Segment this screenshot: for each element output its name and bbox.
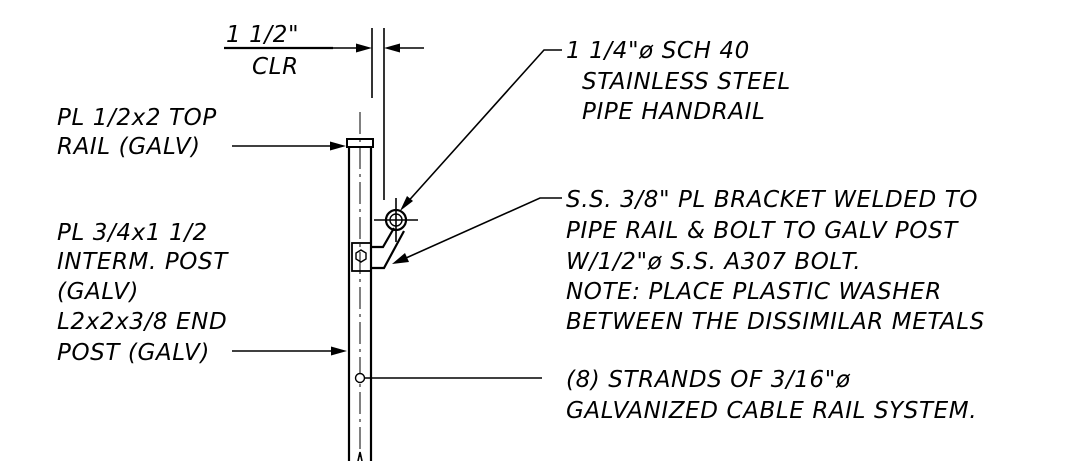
post-assembly [346,112,418,461]
end-post-leader-arrow [331,346,347,356]
bracket-label-line-2: PIPE RAIL & BOLT TO GALV POST [566,218,959,244]
post-bottom-marker [357,451,363,461]
bracket-label-line-3: W/1/2"ø S.S. A307 BOLT. [566,249,861,275]
cable-label-line-2: GALVANIZED CABLE RAIL SYSTEM. [566,398,977,424]
handrail-callout: 1 1/4"ø SCH 40 STAINLESS STEEL PIPE HAND… [400,38,791,211]
top-rail-label-line-1: PL 1/2x2 TOP [57,105,217,131]
bracket-leader-arrow [392,253,409,264]
dimension-arrow-left [356,43,372,53]
handrail-label-line-2: STAINLESS STEEL [582,69,791,95]
bracket-arm-lower [371,230,405,270]
bracket-label-line-1: S.S. 3/8" PL BRACKET WELDED TO [566,187,978,213]
bracket-label-line-4: NOTE: PLACE PLASTIC WASHER [566,279,942,305]
dimension-arrow-right [384,43,400,53]
dimension-value: 1 1/2" [226,22,299,48]
interm-post-label-line-3: (GALV) [57,279,139,305]
handrail-label-line-1: 1 1/4"ø SCH 40 [566,38,750,64]
top-rail-callout: PL 1/2x2 TOP RAIL (GALV) [57,105,346,160]
dimension-unit: CLR [252,54,299,80]
top-rail-leader-arrow [330,141,346,151]
bracket-arm-upper [371,227,395,249]
handrail-label-line-3: PIPE HANDRAIL [582,99,765,125]
post-callout: PL 3/4x1 1/2 INTERM. POST (GALV) L2x2x3/… [57,220,347,366]
interm-post-label-line-2: INTERM. POST [57,249,229,275]
end-post-label-line-1: L2x2x3/8 END [57,309,227,335]
bracket-leader-line [405,197,562,259]
interm-post-label-line-1: PL 3/4x1 1/2 [57,220,208,246]
end-post-label-line-2: POST (GALV) [57,340,210,366]
clearance-dimension: 1 1/2" CLR [224,22,424,200]
handrail-leader-arrow [400,196,413,211]
bolt-nut [355,249,367,263]
cable-label-line-1: (8) STRANDS OF 3/16"ø [566,367,851,393]
bracket-plate [351,242,372,272]
cable-callout: (8) STRANDS OF 3/16"ø GALVANIZED CABLE R… [365,367,977,424]
handrail-leader-line [403,49,562,207]
cable-hole [354,372,366,384]
bracket-callout: S.S. 3/8" PL BRACKET WELDED TO PIPE RAIL… [392,187,985,335]
bracket-label-line-5: BETWEEN THE DISSIMILAR METALS [566,309,985,335]
top-rail-label-line-2: RAIL (GALV) [57,134,201,160]
